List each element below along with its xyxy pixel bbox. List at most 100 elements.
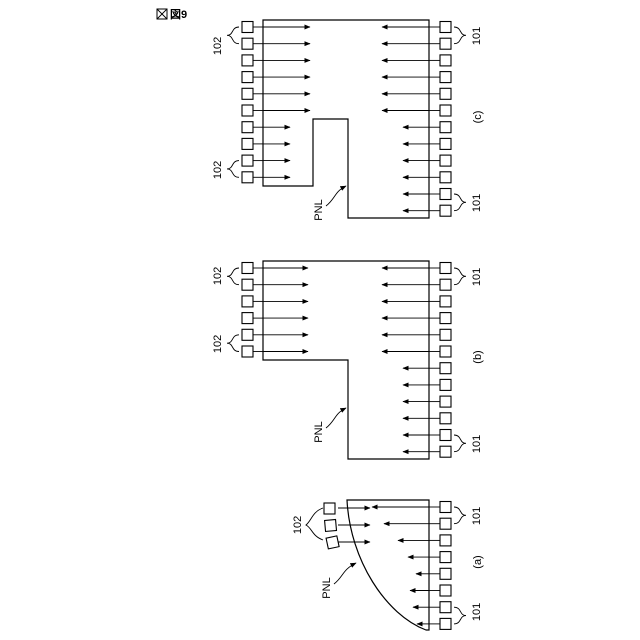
driver-101-box <box>440 296 451 307</box>
driver-101-box <box>440 363 451 374</box>
driver-101-box <box>440 279 451 290</box>
driver-101-box <box>440 535 451 546</box>
driver-102-box <box>242 105 253 116</box>
driver-102-box <box>242 122 253 133</box>
group-brace <box>454 194 466 211</box>
sub-label-b: (b) <box>472 350 484 363</box>
driver-101-box <box>440 329 451 340</box>
label-pnl-b: PNL <box>313 421 325 442</box>
label-102-lower-c: 102 <box>212 161 224 179</box>
figure-label: 図9 <box>170 7 187 21</box>
drivers-102-b <box>242 263 263 358</box>
arrows-102-c <box>263 27 310 177</box>
driver-101-box <box>440 568 451 579</box>
group-brace <box>454 435 466 452</box>
driver-101-box <box>440 502 451 513</box>
leader-pnl-c <box>326 186 346 206</box>
panel-outline-c <box>263 20 429 218</box>
arrows-102-b <box>263 268 308 352</box>
driver-101-box <box>440 55 451 66</box>
label-pnl-a: PNL <box>321 577 333 598</box>
driver-101-box <box>440 379 451 390</box>
group-brace <box>227 335 239 352</box>
driver-101-box <box>440 552 451 563</box>
panel-outline-b <box>263 261 429 459</box>
drivers-102-c <box>242 22 263 183</box>
group-brace <box>454 507 466 524</box>
label-101-lower-b: 101 <box>471 435 483 453</box>
leader-pnl-a <box>334 563 356 584</box>
driver-101-box <box>440 22 451 33</box>
label-101-upper-c: 101 <box>471 27 483 45</box>
driver-101-box <box>440 122 451 133</box>
driver-101-box <box>440 618 451 629</box>
label-102-upper-c: 102 <box>212 37 224 55</box>
group-brace <box>227 161 239 178</box>
drivers-101-a <box>429 502 451 630</box>
driver-101-box <box>440 38 451 49</box>
group-brace <box>454 268 466 285</box>
sub-label-a: (a) <box>472 555 484 568</box>
driver-102-box <box>242 172 253 183</box>
label-pnl-c: PNL <box>313 199 325 220</box>
driver-101-box <box>440 518 451 529</box>
driver-101-box <box>440 105 451 116</box>
sub-figure-a: 102 101 101 PNL (a) <box>292 500 484 630</box>
driver-102-box <box>242 38 253 49</box>
arrows-101-a <box>372 507 429 624</box>
sub-figure-c: 102 102 101 101 PNL (c) <box>212 20 484 221</box>
driver-101-box <box>440 430 451 441</box>
label-102-lower-b: 102 <box>212 335 224 353</box>
driver-102-box <box>242 155 253 166</box>
driver-101-box <box>440 396 451 407</box>
label-101-upper-b: 101 <box>471 268 483 286</box>
group-brace <box>227 27 239 44</box>
group-brace <box>454 607 466 624</box>
driver-102-box <box>242 72 253 83</box>
braces-a <box>454 507 466 624</box>
driver-102-box <box>242 313 253 324</box>
arrows-101-b <box>382 268 429 452</box>
driver-101-box <box>440 155 451 166</box>
driver-101-box <box>440 88 451 99</box>
driver-101-box <box>440 346 451 357</box>
driver-102-box <box>242 263 253 274</box>
driver-101-box <box>440 72 451 83</box>
driver-102-box <box>242 346 253 357</box>
driver-101-box <box>440 172 451 183</box>
driver-101-box <box>440 205 451 216</box>
driver-102-box <box>242 55 253 66</box>
driver-102-box <box>242 138 253 149</box>
figure-label-group: 図9 <box>157 7 187 21</box>
label-101-lower-c: 101 <box>471 194 483 212</box>
driver-101-box <box>440 138 451 149</box>
driver-101-box <box>440 263 451 274</box>
leader-pnl-b <box>326 408 346 428</box>
driver-102-box <box>242 296 253 307</box>
drivers-102-a <box>324 503 339 549</box>
sub-label-c: (c) <box>472 111 484 124</box>
arrows-102-a <box>338 508 370 542</box>
label-102-upper-b: 102 <box>212 267 224 285</box>
label-102-a: 102 <box>292 516 304 534</box>
driver-101-box <box>440 585 451 596</box>
driver-101-box <box>440 313 451 324</box>
bracket-102-a <box>306 508 323 540</box>
panel-outline-a <box>347 500 429 630</box>
sub-figure-b: 102 102 101 101 PNL (b) <box>212 261 484 459</box>
group-brace <box>227 268 239 285</box>
arrows-101-c <box>382 27 429 211</box>
drivers-101-b <box>429 263 451 458</box>
driver-101-box <box>440 413 451 424</box>
group-brace <box>454 27 466 44</box>
label-101-upper-a: 101 <box>471 507 483 525</box>
driver-101-box <box>440 446 451 457</box>
driver-102-box <box>242 22 253 33</box>
driver-102-box <box>242 279 253 290</box>
driver-101-box <box>440 602 451 613</box>
driver-102-box <box>242 329 253 340</box>
driver-102-box <box>242 88 253 99</box>
driver-101-box <box>440 189 451 200</box>
label-101-lower-a: 101 <box>471 603 483 621</box>
